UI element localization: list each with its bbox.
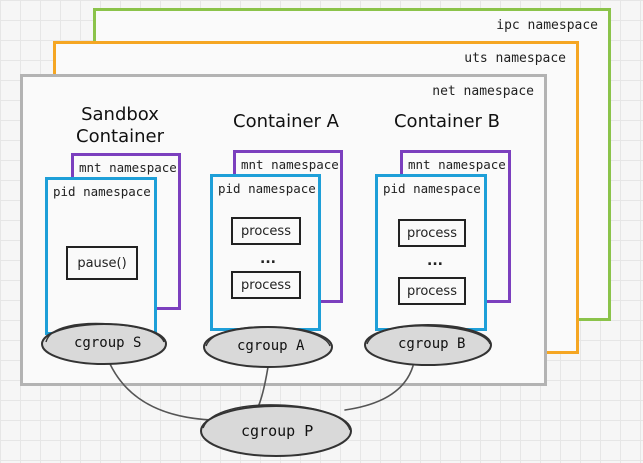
sandbox-pid-namespace: pid namespace pause() [45,177,157,335]
net-namespace-label: net namespace [432,84,534,99]
container-a-pid-namespace: pid namespace process ... process [210,174,321,331]
container-a-ellipsis: ... [260,251,276,267]
uts-namespace-label: uts namespace [464,51,566,66]
cgroup-ellipses [41,323,492,457]
container-a-mnt-label: mnt namespace [241,157,339,172]
sandbox-mnt-label: mnt namespace [79,160,177,175]
container-a-process-1: process [231,217,301,245]
container-b-pid-label: pid namespace [383,181,481,196]
cgroup-b-label: cgroup B [398,336,466,352]
cgroup-p-ellipse [200,405,352,457]
container-b-pid-namespace: pid namespace process ... process [375,174,487,331]
container-b-title: Container B [393,111,501,132]
container-a-pid-label: pid namespace [218,181,316,196]
cgroup-b-ellipse [364,324,492,366]
container-a-process-2: process [231,271,301,299]
cgroup-s-label: cgroup S [74,335,142,351]
container-b-process-1: process [398,219,466,247]
container-b-mnt-label: mnt namespace [408,157,506,172]
cgroup-sketch-strokes [45,322,491,431]
connector-a-to-p [257,366,269,408]
cgroup-a-label: cgroup A [237,338,305,354]
sandbox-pid-label: pid namespace [53,184,151,199]
container-b-process-2: process [398,277,466,305]
sandbox-title-line2: Container [76,126,164,147]
sandbox-title-line1: Sandbox [81,104,159,125]
ipc-namespace-label: ipc namespace [496,18,598,33]
sandbox-container-title: Sandbox Container [75,104,165,148]
container-b-ellipsis: ... [427,253,443,269]
cgroup-p-label: cgroup P [241,422,314,440]
connector-b-to-p [344,365,414,411]
pause-process-box: pause() [66,246,138,280]
container-a-title: Container A [233,111,339,132]
connector-s-to-p [109,363,213,421]
